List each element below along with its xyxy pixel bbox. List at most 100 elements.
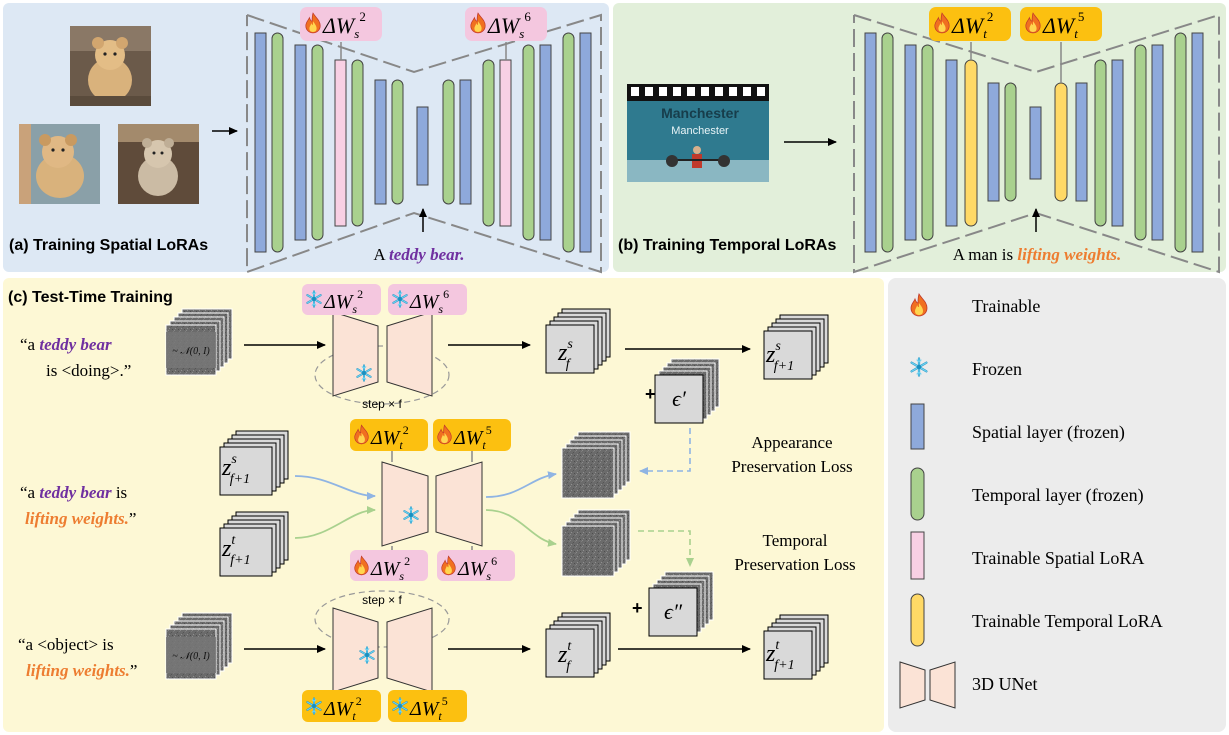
teddy-photo-1 [70,26,151,106]
temporal-layer [482,59,495,227]
temporal-layer [351,59,364,227]
panel-a: ΔWs2 ΔWs6 A teddy bear. (a) Training Spa… [9,7,602,274]
spatial-layer [374,79,387,205]
unet-icon [899,661,956,709]
spatial-layer [579,32,592,253]
noise-input-2: ~ 𝒩(0, I) [165,612,233,680]
svg-text:ΔWt5: ΔWt5 [453,423,492,452]
temporal-loss-line2: Preservation Loss [734,555,855,574]
svg-text:ztf: ztf [557,639,572,674]
spatial-layer [904,44,917,241]
step-label-2: step × f [362,593,402,607]
panel-a-prompt: A teddy bear. [373,245,464,264]
trainable-tag-temporal-2: ΔWt2 [350,419,428,452]
pred-noise-temporal [561,509,631,577]
spatial-layer [254,32,267,253]
prompt-3-line2: lifting weights.” [26,661,137,680]
spatial-layer-icon [910,403,925,450]
legend-background [888,278,1226,732]
prompt-3: “a <object> is [18,635,114,654]
panel-b-title: (b) Training Temporal LoRAs [618,237,836,254]
temporal-layer-icon [910,467,925,521]
spatial-layer [459,79,472,205]
spatial-layer [1111,59,1124,227]
temporal-loss-line1: Temporal [763,531,828,550]
svg-text:~ 𝒩(0, I): ~ 𝒩(0, I) [172,346,210,357]
temporal-layer [391,79,404,205]
panel-b-prompt: A man is lifting weights. [953,245,1122,264]
spatial-layer [864,32,877,253]
spatial-lora-layer[interactable] [499,59,512,227]
prompt-1: “a teddy bear [20,335,112,354]
temporal-lora-layer[interactable] [1054,82,1068,202]
legend-spatial-layer: Spatial layer (frozen) [972,422,1125,443]
legend-trainable: Trainable [972,296,1040,316]
svg-text:zsf: zsf [557,337,573,372]
frozen-tag-spatial-2: ΔWs2 [302,284,381,316]
trainable-tag-temporal-5: ΔWt5 [433,419,511,452]
temporal-lora-icon [910,593,925,647]
unet-1 [332,311,433,397]
svg-text:ΔWt5: ΔWt5 [409,694,448,723]
svg-text:ΔWt2: ΔWt2 [370,423,409,452]
lora-tag-temporal-5: ΔWt5 [1020,7,1102,41]
panel-b: Manchester Manchester [618,7,1220,274]
prompt-1-line2: is <doing>.” [46,361,131,380]
unet-2 [381,461,483,547]
svg-text:ΔWt2: ΔWt2 [951,9,993,41]
panel-c-title: (c) Test-Time Training [8,289,173,306]
lora-tag-spatial-6: ΔWs6 [465,7,547,41]
temporal-layer [562,32,575,253]
spatial-layer [294,44,307,241]
appearance-loss-line2: Preservation Loss [731,457,852,476]
frozen-tag-spatial-6: ΔWs6 [388,284,467,316]
pred-noise-appearance [561,431,631,499]
temporal-layer [881,32,894,253]
spatial-layer [1191,32,1204,253]
teddy-photo-3 [118,124,199,204]
svg-text:ΔWt2: ΔWt2 [323,694,362,723]
panel-b-background [613,3,1226,272]
legend: Trainable Frozen Spatial layer (frozen) … [899,293,1163,709]
spatial-lora-layer[interactable] [334,59,347,227]
temporal-layer [522,44,535,241]
legend-frozen: Frozen [972,359,1022,379]
unet-3 [332,607,433,693]
step-label-1: step × f [362,397,402,411]
temporal-layer [1134,44,1147,241]
spatial-layer [539,44,552,241]
svg-text:Manchester: Manchester [671,125,729,137]
svg-text:ΔWs6: ΔWs6 [409,287,449,316]
svg-text:ϵ′: ϵ′ [672,386,687,411]
spatial-layer [1151,44,1164,241]
temporal-layer [1094,59,1107,227]
legend-spatial-lora: Trainable Spatial LoRA [972,548,1144,568]
lora-tag-temporal-2: ΔWt2 [929,7,1011,41]
svg-text:~ 𝒩(0, I): ~ 𝒩(0, I) [172,651,210,662]
unet-outline-a [246,13,602,274]
teddy-photo-2 [19,124,100,204]
temporal-layer [1004,82,1017,202]
frozen-tag-temporal-5: ΔWt5 [388,690,467,723]
temporal-layer [921,44,934,241]
epsilon-prime: ϵ′ [654,358,720,424]
spatial-layer [1029,106,1042,180]
legend-temporal-layer: Temporal layer (frozen) [972,485,1144,506]
spatial-layer [987,82,1000,202]
prompt-2: “a teddy bear is [20,483,127,502]
temporal-lora-layer[interactable] [964,59,978,227]
svg-text:ΔWs6: ΔWs6 [457,554,497,583]
trainable-tag-spatial-2: ΔWs2 [350,550,428,583]
appearance-loss-line1: Appearance [751,433,832,452]
panel-c: (c) Test-Time Training “a teddy bear is … [8,284,856,723]
svg-text:ϵ″: ϵ″ [664,599,683,624]
lora-tag-spatial-2: ΔWs2 [300,7,382,41]
epsilon-double-prime: ϵ″ [648,571,714,637]
panel-a-title: (a) Training Spatial LoRAs [9,237,208,254]
unet-outline-b [853,13,1220,274]
